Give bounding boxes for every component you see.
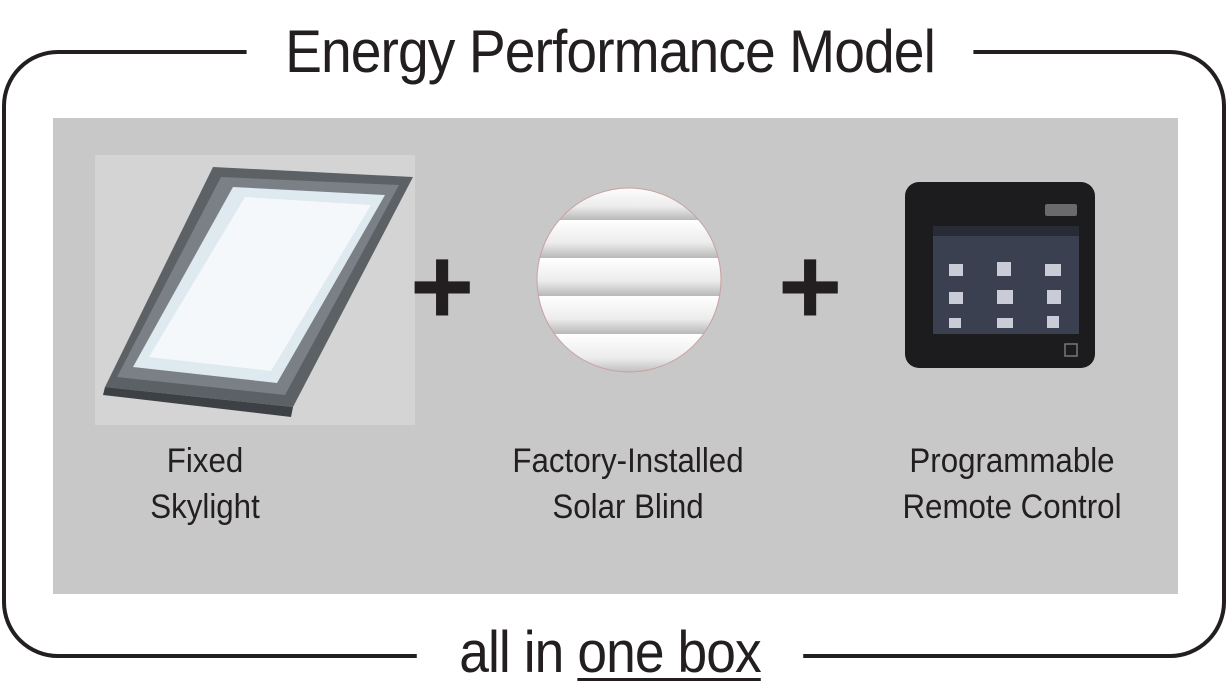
label-line: Solar Blind (552, 488, 704, 526)
tagline: all in one box (416, 618, 804, 688)
tagline-emphasis: one box (577, 620, 761, 685)
skylight-label: Fixed Skylight (99, 438, 311, 530)
page-title: Energy Performance Model (246, 14, 974, 90)
plus-sign: + (410, 225, 475, 348)
label-line: Fixed (166, 442, 244, 480)
solar-blind-label: Factory-Installed Solar Blind (481, 438, 775, 530)
tagline-prefix: all in (459, 620, 578, 685)
remote-control-label: Programmable Remote Control (874, 438, 1150, 530)
solar-blind-image (536, 187, 722, 373)
remote-control-image (905, 182, 1095, 368)
label-line: Skylight (150, 488, 260, 526)
skylight-image (95, 155, 415, 425)
label-line: Programmable (909, 442, 1115, 480)
label-line: Remote Control (902, 488, 1122, 526)
plus-sign: + (778, 225, 843, 348)
label-line: Factory-Installed (512, 442, 744, 480)
